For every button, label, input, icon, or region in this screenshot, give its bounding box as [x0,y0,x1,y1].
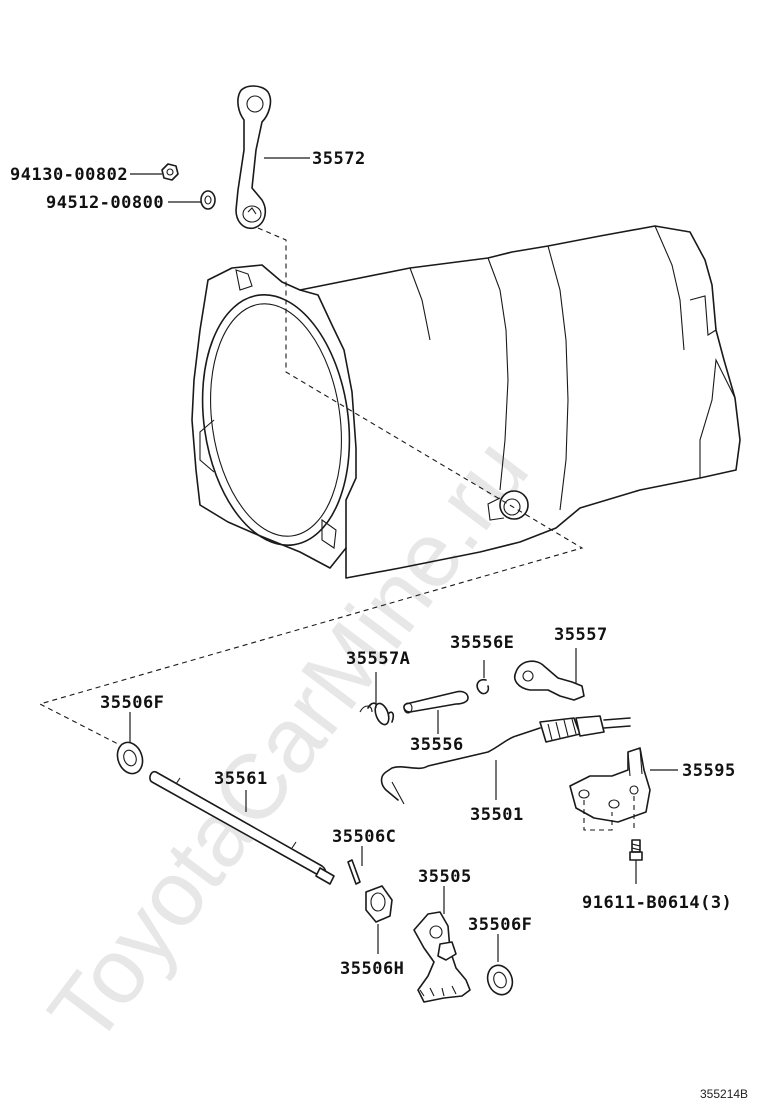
part-35506F-oil-seal-top [116,741,144,775]
reference-line [38,227,584,745]
label-35561: 35561 [214,769,268,789]
part-35556-pin [403,690,469,714]
part-35506H-collar [365,885,393,923]
part-35557A-spring [359,702,395,726]
label-35557: 35557 [554,625,608,645]
label-35506H: 35506H [340,959,404,979]
label-35572: 35572 [312,149,366,169]
label-35557A: 35557A [346,649,410,669]
part-35557-detent-lever [514,660,585,701]
part-94130-nut [161,163,179,181]
part-35561-shaft [149,770,335,885]
label-35505: 35505 [418,867,472,887]
part-35572-lever [235,85,272,230]
label-94130-00802: 94130-00802 [10,165,128,185]
part-94512-washer [200,190,216,210]
part-91611-bolt [629,839,643,861]
label-91611-B0614: 91611-B0614(3) [582,893,732,913]
part-35556E-clip [476,678,490,695]
label-35556: 35556 [410,735,464,755]
watermark-text: ToyotaCarMine.ru [30,421,548,1062]
part-35501-cable [380,715,631,805]
part-35505-valve-lever [413,911,471,1003]
part-labels: 94130-00802 94512-00800 35572 35557A 355… [10,149,736,979]
label-35556E: 35556E [450,633,514,653]
label-35506C: 35506C [332,827,396,847]
label-35501: 35501 [470,805,524,825]
part-35595-bracket [569,747,651,831]
label-94512-00800: 94512-00800 [46,193,164,213]
part-35506C-pin [347,859,361,885]
transmission-case [191,225,741,579]
label-35595: 35595 [682,761,736,781]
leader-lines [129,157,678,962]
label-35506F-top: 35506F [100,693,164,713]
diagram-code: 355214B [700,1087,748,1101]
part-35506F-oil-seal-bottom [486,964,514,996]
label-35506F-bottom: 35506F [468,915,532,935]
